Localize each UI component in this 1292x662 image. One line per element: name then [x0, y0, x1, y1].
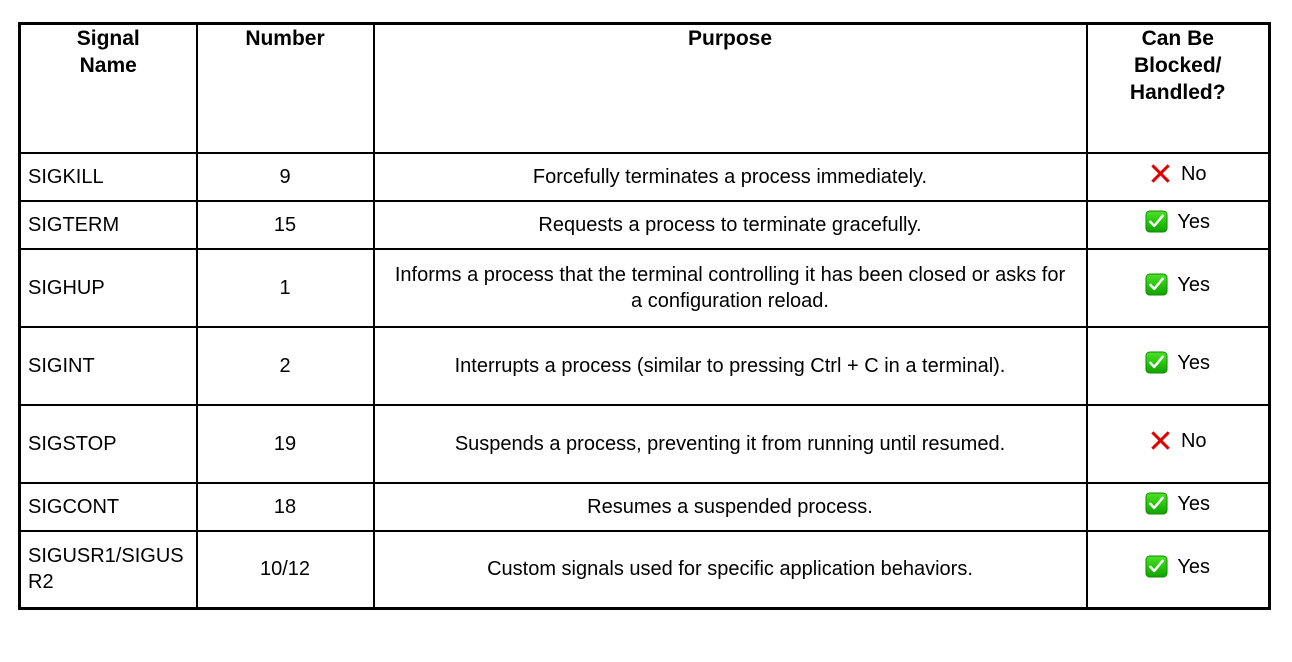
cell-blockable: Yes — [1085, 529, 1271, 610]
cell-blockable: No — [1085, 403, 1271, 484]
cross-mark-icon — [1149, 429, 1172, 452]
table-row: SIGKILL 9 Forcefully terminates a proces… — [18, 151, 1271, 202]
cell-signal-name: SIGINT — [18, 325, 198, 406]
column-header-purpose-label: Purpose — [687, 27, 773, 50]
cell-purpose: Requests a process to terminate graceful… — [372, 199, 1088, 250]
status-label: Yes — [1177, 555, 1211, 578]
status-label: Yes — [1177, 351, 1211, 374]
status-label: No — [1180, 429, 1207, 452]
column-header-blockable-line-1: Can Be — [1141, 27, 1214, 50]
status-badge: Yes — [1145, 209, 1210, 235]
column-header-blockable-line-3: Handled? — [1129, 81, 1226, 104]
cell-number: 1 — [195, 247, 375, 328]
cell-number: 2 — [195, 325, 375, 406]
cell-signal-name: SIGSTOP — [18, 403, 198, 484]
column-header-signal-name: Signal Name — [18, 22, 198, 154]
check-mark-button-icon — [1145, 210, 1168, 233]
column-header-number-label: Number — [245, 27, 325, 50]
column-header-purpose: Purpose — [372, 22, 1088, 154]
cell-blockable: Yes — [1085, 481, 1271, 532]
table-row: SIGINT 2 Interrupts a process (similar t… — [18, 325, 1271, 406]
cell-signal-name: SIGKILL — [18, 151, 198, 202]
cell-purpose: Suspends a process, preventing it from r… — [372, 403, 1088, 484]
check-mark-button-icon — [1145, 273, 1168, 296]
cell-blockable: Yes — [1085, 199, 1271, 250]
header-row: Signal Name Number Purpose Can Be Blocke… — [18, 22, 1271, 154]
column-header-can-be-blocked-handled: Can Be Blocked/ Handled? — [1085, 22, 1271, 154]
check-mark-button-icon — [1145, 351, 1168, 374]
status-label: Yes — [1177, 273, 1211, 296]
status-badge: Yes — [1145, 272, 1210, 298]
table-row: SIGCONT 18 Resumes a suspended process. … — [18, 481, 1271, 532]
table-row: SIGUSR1/SIGUSR2 10/12 Custom signals use… — [18, 529, 1271, 610]
column-header-number: Number — [195, 22, 375, 154]
column-header-signal-name-label: Signal Name — [76, 27, 140, 77]
cell-purpose: Informs a process that the terminal cont… — [372, 247, 1088, 328]
table-row: SIGTERM 15 Requests a process to termina… — [18, 199, 1271, 250]
table-header: Signal Name Number Purpose Can Be Blocke… — [18, 22, 1271, 154]
cell-signal-name: SIGTERM — [18, 199, 198, 250]
column-header-blockable-label: Can Be Blocked/ Handled? — [1117, 25, 1239, 106]
status-badge: Yes — [1145, 554, 1210, 580]
cell-blockable: Yes — [1085, 325, 1271, 406]
cell-purpose: Forcefully terminates a process immediat… — [372, 151, 1088, 202]
cell-signal-name: SIGUSR1/SIGUSR2 — [18, 529, 198, 610]
table-row: SIGSTOP 19 Suspends a process, preventin… — [18, 403, 1271, 484]
status-badge: Yes — [1145, 491, 1210, 517]
status-label: Yes — [1177, 210, 1211, 233]
cell-purpose: Interrupts a process (similar to pressin… — [372, 325, 1088, 406]
signals-table: Signal Name Number Purpose Can Be Blocke… — [18, 22, 1271, 610]
status-label: Yes — [1177, 492, 1211, 515]
cell-number: 15 — [195, 199, 375, 250]
cell-number: 9 — [195, 151, 375, 202]
cell-signal-name: SIGCONT — [18, 481, 198, 532]
status-badge: Yes — [1145, 350, 1210, 376]
status-badge: No — [1149, 161, 1207, 187]
cell-number: 19 — [195, 403, 375, 484]
cell-blockable: No — [1085, 151, 1271, 202]
check-mark-button-icon — [1145, 492, 1168, 515]
cell-purpose: Resumes a suspended process. — [372, 481, 1088, 532]
status-badge: No — [1149, 428, 1207, 454]
table-row: SIGHUP 1 Informs a process that the term… — [18, 247, 1271, 328]
cell-signal-name: SIGHUP — [18, 247, 198, 328]
status-label: No — [1180, 162, 1207, 185]
cell-blockable: Yes — [1085, 247, 1271, 328]
cell-number: 18 — [195, 481, 375, 532]
cross-mark-icon — [1149, 162, 1172, 185]
check-mark-button-icon — [1145, 555, 1168, 578]
column-header-blockable-line-2: Blocked/ — [1133, 54, 1222, 77]
table-body: SIGKILL 9 Forcefully terminates a proces… — [18, 151, 1271, 610]
cell-purpose: Custom signals used for specific applica… — [372, 529, 1088, 610]
cell-number: 10/12 — [195, 529, 375, 610]
